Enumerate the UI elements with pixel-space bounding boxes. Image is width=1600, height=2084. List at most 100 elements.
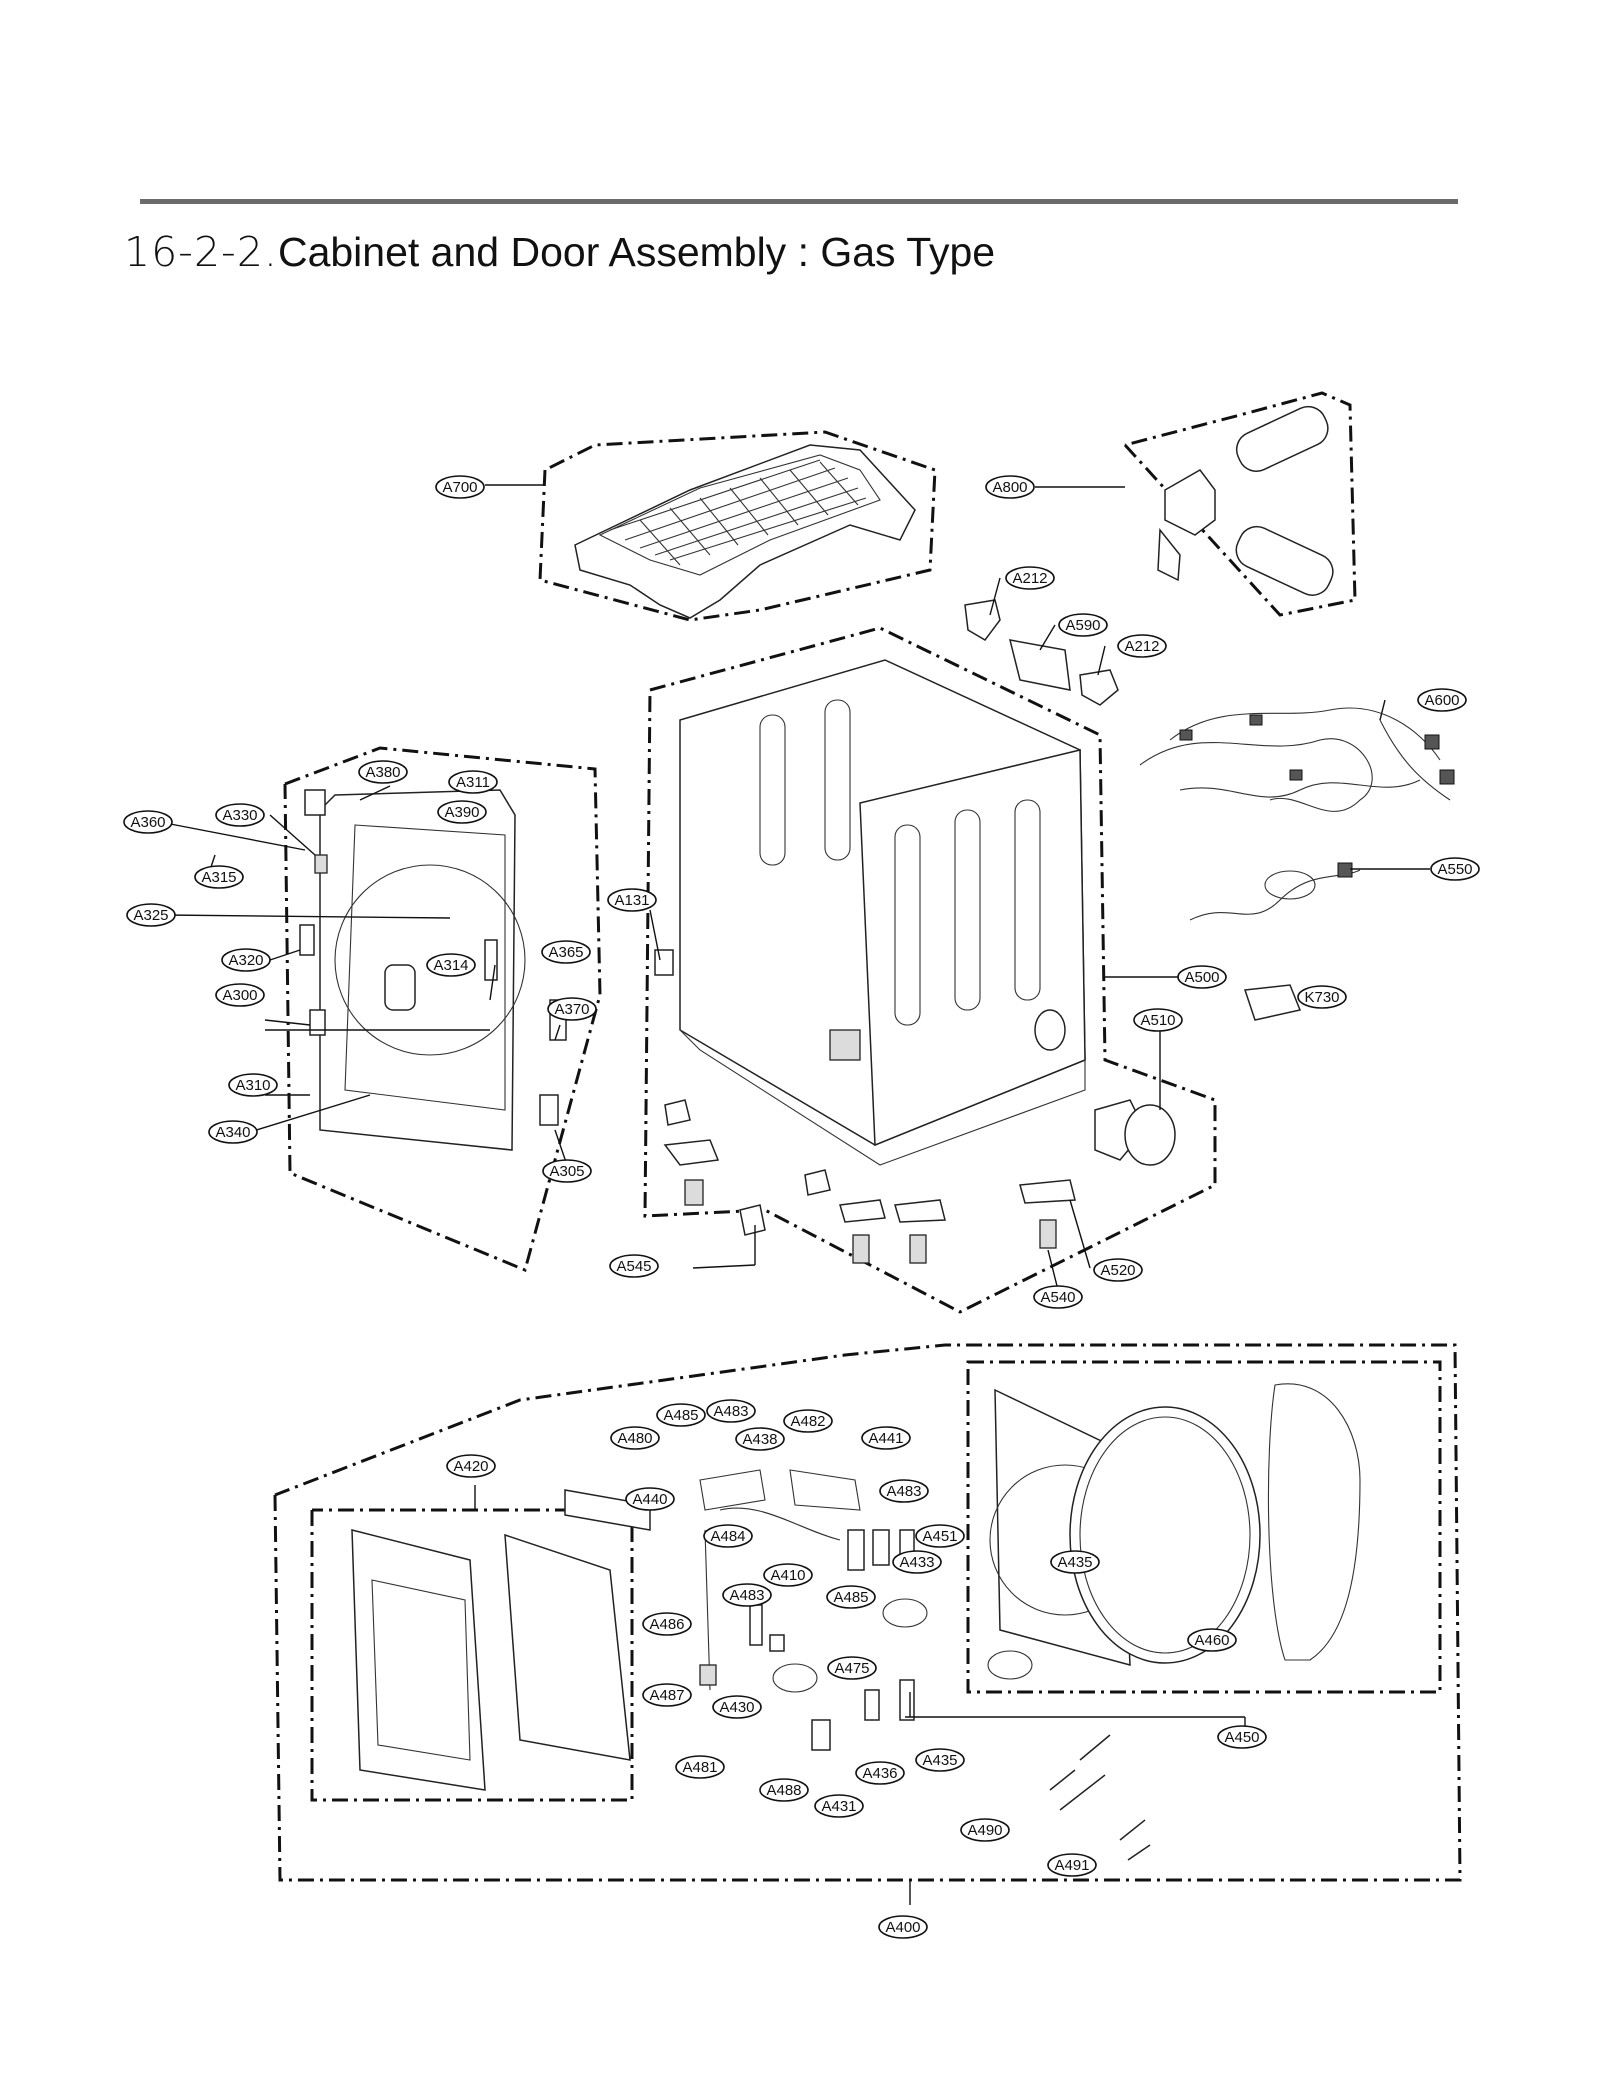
callout-text: A315 bbox=[201, 869, 236, 886]
callout-oval bbox=[759, 1778, 809, 1802]
callout-text: A340 bbox=[215, 1124, 250, 1141]
callout-a481: A481 bbox=[675, 1755, 725, 1779]
page-title: 16-2-2.Cabinet and Door Assembly : Gas T… bbox=[124, 228, 995, 276]
callout-a435: A435 bbox=[915, 1748, 965, 1772]
callout-a488: A488 bbox=[759, 1778, 809, 1802]
callout-text: A483 bbox=[713, 1403, 748, 1420]
callout-a370: A370 bbox=[547, 997, 597, 1021]
callout-a483: A483 bbox=[722, 1583, 772, 1607]
callout-text: A800 bbox=[992, 479, 1027, 496]
callout-text: A450 bbox=[1224, 1729, 1259, 1746]
callout-oval bbox=[1058, 613, 1108, 637]
callout-oval bbox=[1417, 688, 1467, 712]
callout-text: A550 bbox=[1437, 861, 1472, 878]
callout-a400: A400 bbox=[878, 1915, 928, 1939]
callout-oval bbox=[547, 997, 597, 1021]
callout-a390: A390 bbox=[437, 800, 487, 824]
callout-a483: A483 bbox=[879, 1479, 929, 1503]
callout-a310: A310 bbox=[228, 1073, 278, 1097]
callout-oval bbox=[215, 983, 265, 1007]
callout-oval bbox=[541, 940, 591, 964]
callout-oval bbox=[827, 1656, 877, 1680]
callout-oval bbox=[703, 1524, 753, 1548]
callout-a486: A486 bbox=[642, 1612, 692, 1636]
callout-a365: A365 bbox=[541, 940, 591, 964]
callout-oval bbox=[1133, 1008, 1183, 1032]
callout-oval bbox=[1117, 634, 1167, 658]
callout-oval bbox=[446, 1454, 496, 1478]
door-group bbox=[273, 1343, 1462, 1882]
callout-oval bbox=[985, 475, 1035, 499]
callout-oval bbox=[625, 1487, 675, 1511]
callout-oval bbox=[437, 800, 487, 824]
callout-oval bbox=[879, 1479, 929, 1503]
callout-text: A365 bbox=[548, 944, 583, 961]
callout-a410: A410 bbox=[763, 1563, 813, 1587]
callout-text: A545 bbox=[616, 1258, 651, 1275]
callout-text: A485 bbox=[663, 1407, 698, 1424]
callout-a420: A420 bbox=[446, 1454, 496, 1478]
callout-text: A500 bbox=[1184, 969, 1219, 986]
callout-text: A520 bbox=[1100, 1262, 1135, 1279]
callout-text: K730 bbox=[1304, 989, 1339, 1006]
callout-text: A600 bbox=[1424, 692, 1459, 709]
callout-a480: A480 bbox=[610, 1426, 660, 1450]
callout-a520: A520 bbox=[1093, 1258, 1143, 1282]
callout-a433: A433 bbox=[892, 1550, 942, 1574]
callout-text: A438 bbox=[742, 1431, 777, 1448]
callout-a545: A545 bbox=[609, 1254, 659, 1278]
callout-a510: A510 bbox=[1133, 1008, 1183, 1032]
callout-text: A436 bbox=[862, 1765, 897, 1782]
callout-oval bbox=[1047, 1853, 1097, 1877]
small-brackets bbox=[964, 599, 1119, 706]
callout-a600: A600 bbox=[1417, 688, 1467, 712]
callout-a360: A360 bbox=[123, 810, 173, 834]
callout-oval bbox=[915, 1524, 965, 1548]
callout-text: A431 bbox=[821, 1798, 856, 1815]
callout-a315: A315 bbox=[194, 865, 244, 889]
callout-a431: A431 bbox=[814, 1794, 864, 1818]
callout-text: A590 bbox=[1065, 617, 1100, 634]
callout-oval bbox=[706, 1399, 756, 1423]
callout-a700: A700 bbox=[435, 475, 485, 499]
callout-text: A433 bbox=[899, 1554, 934, 1571]
callout-oval bbox=[228, 1073, 278, 1097]
callout-text: A485 bbox=[833, 1589, 868, 1606]
callout-a490: A490 bbox=[960, 1818, 1010, 1842]
callout-text: A420 bbox=[453, 1458, 488, 1475]
callout-oval bbox=[1430, 857, 1480, 881]
callout-oval bbox=[915, 1748, 965, 1772]
callout-text: A131 bbox=[614, 892, 649, 909]
callout-a500: A500 bbox=[1177, 965, 1227, 989]
callout-oval bbox=[215, 803, 265, 827]
callout-text: A491 bbox=[1054, 1857, 1089, 1874]
callout-oval bbox=[783, 1409, 833, 1433]
callout-oval bbox=[607, 888, 657, 912]
callout-oval bbox=[126, 903, 176, 927]
callout-text: A482 bbox=[790, 1413, 825, 1430]
callout-text: A700 bbox=[442, 479, 477, 496]
callout-text: A370 bbox=[554, 1001, 589, 1018]
callout-oval bbox=[208, 1120, 258, 1144]
callout-oval bbox=[426, 953, 476, 977]
callout-oval bbox=[221, 948, 271, 972]
callout-oval bbox=[610, 1426, 660, 1450]
callout-a441: A441 bbox=[861, 1426, 911, 1450]
callout-a435: A435 bbox=[1050, 1550, 1100, 1574]
callout-a311: A311 bbox=[448, 770, 498, 794]
callout-a330: A330 bbox=[215, 803, 265, 827]
callout-a482: A482 bbox=[783, 1409, 833, 1433]
callout-a380: A380 bbox=[358, 760, 408, 784]
callout-text: A440 bbox=[632, 1491, 667, 1508]
callout-a800: A800 bbox=[985, 475, 1035, 499]
callout-oval bbox=[861, 1426, 911, 1450]
callout-a212: A212 bbox=[1117, 634, 1167, 658]
callout-a320: A320 bbox=[221, 948, 271, 972]
callout-oval bbox=[448, 770, 498, 794]
cabinet-group bbox=[643, 626, 1217, 1314]
callout-oval bbox=[656, 1403, 706, 1427]
callout-text: A360 bbox=[130, 814, 165, 831]
callout-text: A400 bbox=[885, 1919, 920, 1936]
title-rule bbox=[140, 199, 1458, 204]
